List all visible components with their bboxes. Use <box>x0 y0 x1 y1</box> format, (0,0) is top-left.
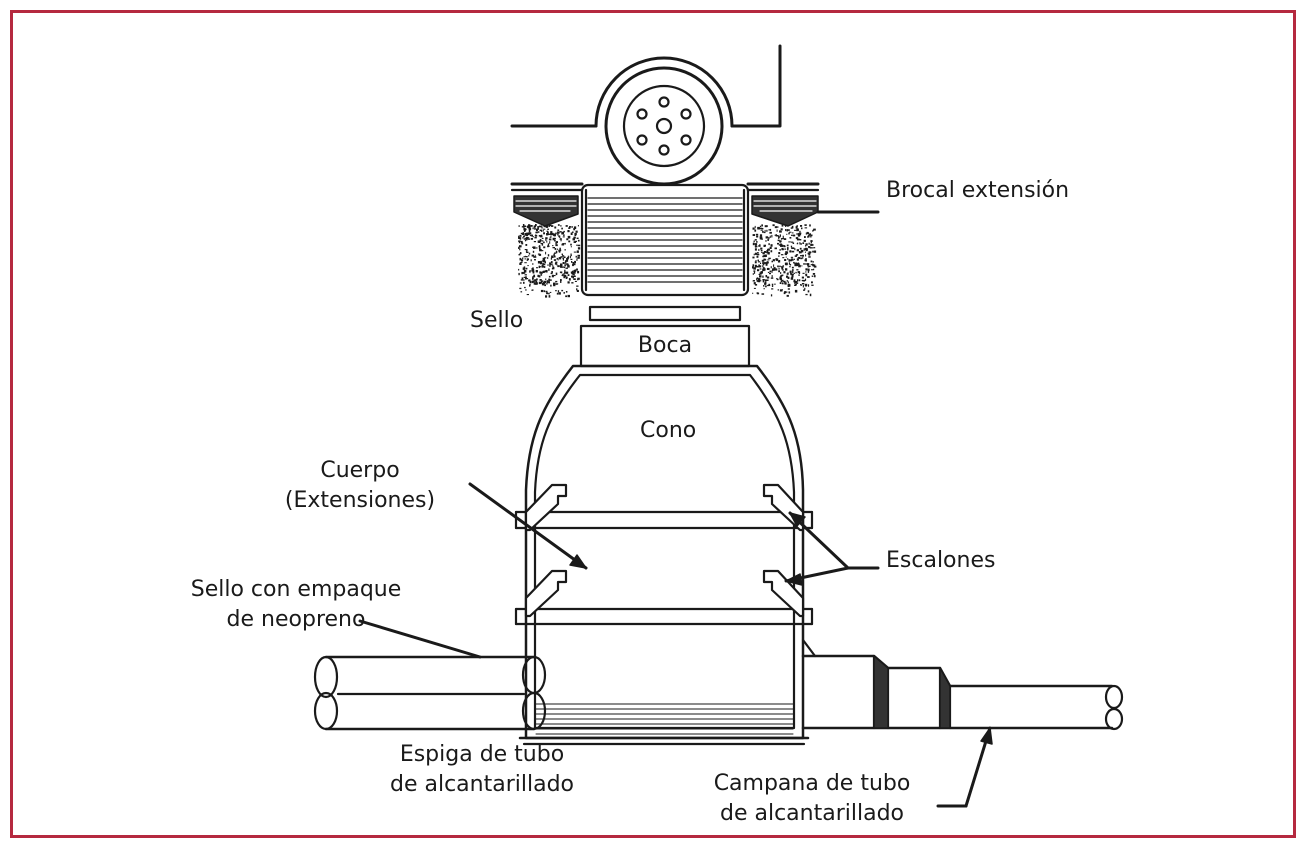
label-campana-line2: de alcantarillado <box>719 801 904 826</box>
label-sello-empaque-line2: de neopreno <box>226 607 366 632</box>
campana-pipe <box>801 638 1124 731</box>
label-espiga: Espiga de tubo de alcantarillado <box>376 740 588 800</box>
label-sello-empaque: Sello con empaque de neopreno <box>180 575 412 635</box>
espiga-pipe <box>313 655 547 731</box>
gravel-right <box>752 224 817 297</box>
label-campana-line1: Campana de tubo <box>713 771 911 796</box>
escalones-steps <box>524 483 805 618</box>
label-espiga-line2: de alcantarillado <box>389 772 574 797</box>
label-boca: Boca <box>637 333 693 358</box>
label-cuerpo: Cuerpo (Extensiones) <box>270 456 450 516</box>
diagram-frame <box>10 10 1296 838</box>
label-espiga-line1: Espiga de tubo <box>399 742 565 767</box>
leader-lines <box>358 210 993 808</box>
label-sello-empaque-line1: Sello con empaque <box>190 577 402 602</box>
brocal-extension <box>580 183 750 297</box>
label-sello: Sello <box>470 308 524 333</box>
wheel-icon <box>604 66 724 186</box>
label-escalones: Escalones <box>886 548 996 573</box>
road-and-wheel <box>510 44 782 186</box>
label-cono: Cono <box>640 418 697 443</box>
gravel-left <box>518 224 581 298</box>
sello-ring <box>588 305 742 322</box>
label-brocal-extension: Brocal extensión <box>886 178 1070 203</box>
surface-slab <box>510 182 820 227</box>
label-campana: Campana de tubo de alcantarillado <box>706 769 918 829</box>
manhole-body <box>514 364 814 746</box>
label-cuerpo-line1: Cuerpo <box>320 458 400 483</box>
label-cuerpo-line2: (Extensiones) <box>284 488 436 513</box>
